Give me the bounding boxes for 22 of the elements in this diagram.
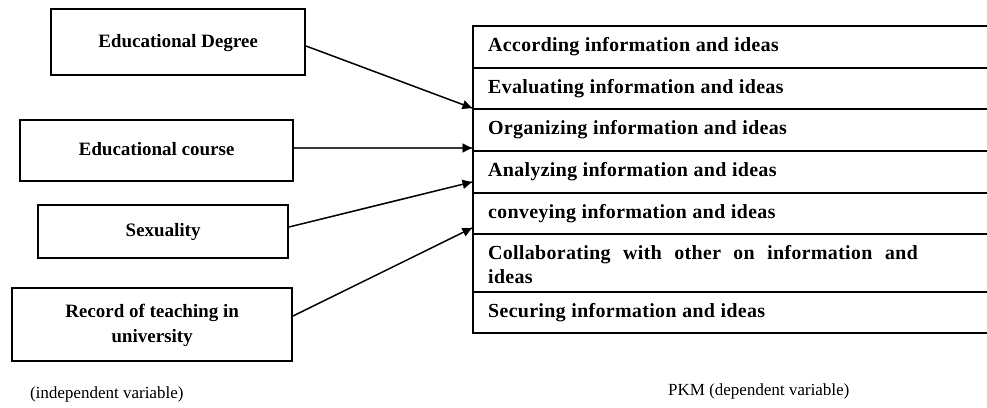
- caption-text: (independent variable): [30, 383, 184, 403]
- variable-text: Sexuality: [124, 219, 202, 244]
- arrow: [294, 143, 472, 153]
- caption-text: PKM (dependent variable): [668, 380, 850, 400]
- variable-text: Organizing information and ideas: [488, 116, 788, 140]
- variable-text: Educational course: [78, 138, 236, 162]
- variable-text: Collaborating with other on information and ideas: [488, 241, 918, 289]
- variable-text: Securing information and ideas: [488, 299, 766, 323]
- arrow: [306, 45, 472, 110]
- variable-text: Analyzing information and ideas: [488, 158, 778, 182]
- variable-box: [19, 119, 294, 182]
- variable-text: Evaluating information and ideas: [488, 75, 785, 99]
- variable-box: [11, 287, 293, 362]
- variable-text: Educational Degree: [97, 30, 259, 54]
- variable-text: Record of teaching in university: [64, 300, 240, 348]
- arrow: [292, 227, 472, 317]
- variable-text: conveying information and ideas: [488, 200, 777, 224]
- variable-table: [472, 25, 987, 334]
- variable-box: [37, 204, 289, 259]
- variable-text: According information and ideas: [488, 33, 780, 57]
- arrow: [288, 180, 472, 228]
- variable-box: [50, 8, 306, 76]
